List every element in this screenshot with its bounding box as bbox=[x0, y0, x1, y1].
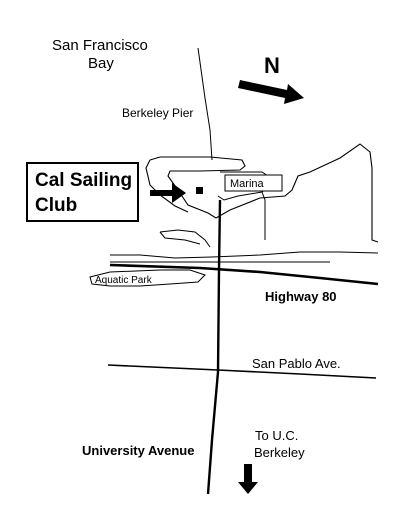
north-arrow-icon bbox=[238, 80, 304, 104]
berkeley-pier-line bbox=[197, 47, 213, 161]
club-label-line2: Club bbox=[35, 195, 77, 216]
club-label-line1: Cal Sailing bbox=[35, 170, 132, 191]
ucb-label-line1: To U.C. bbox=[255, 428, 298, 443]
san-pablo-avenue-road bbox=[107, 364, 377, 379]
north-label: N bbox=[264, 53, 280, 78]
bay-label-line1: San Francisco bbox=[52, 37, 148, 54]
san-pablo-avenue-label: San Pablo Ave. bbox=[252, 356, 341, 371]
marina-spit bbox=[261, 191, 266, 240]
berkeley-pier-label: Berkeley Pier bbox=[122, 106, 193, 120]
aquatic-park-label: Aquatic Park bbox=[95, 275, 153, 286]
ucb-label-line2: Berkeley bbox=[254, 445, 305, 460]
university-avenue-label: University Avenue bbox=[82, 443, 194, 458]
inlet-lower bbox=[159, 231, 201, 245]
shoreline-upper bbox=[110, 251, 379, 259]
inlet-upper bbox=[159, 229, 211, 248]
club-pointer-arrow-icon bbox=[150, 183, 186, 203]
marina-label-box bbox=[224, 174, 283, 192]
highway-80-road bbox=[109, 263, 379, 286]
university-avenue-road bbox=[206, 199, 222, 495]
bay-label-line2: Bay bbox=[88, 55, 114, 72]
aquatic-park-outline bbox=[89, 269, 206, 287]
highway-80-label: Highway 80 bbox=[265, 289, 337, 304]
club-label-box bbox=[26, 162, 139, 222]
ucb-direction-arrow-down-icon bbox=[238, 464, 258, 494]
club-marker-square-icon bbox=[196, 187, 203, 194]
marina-label: Marina bbox=[230, 178, 265, 190]
